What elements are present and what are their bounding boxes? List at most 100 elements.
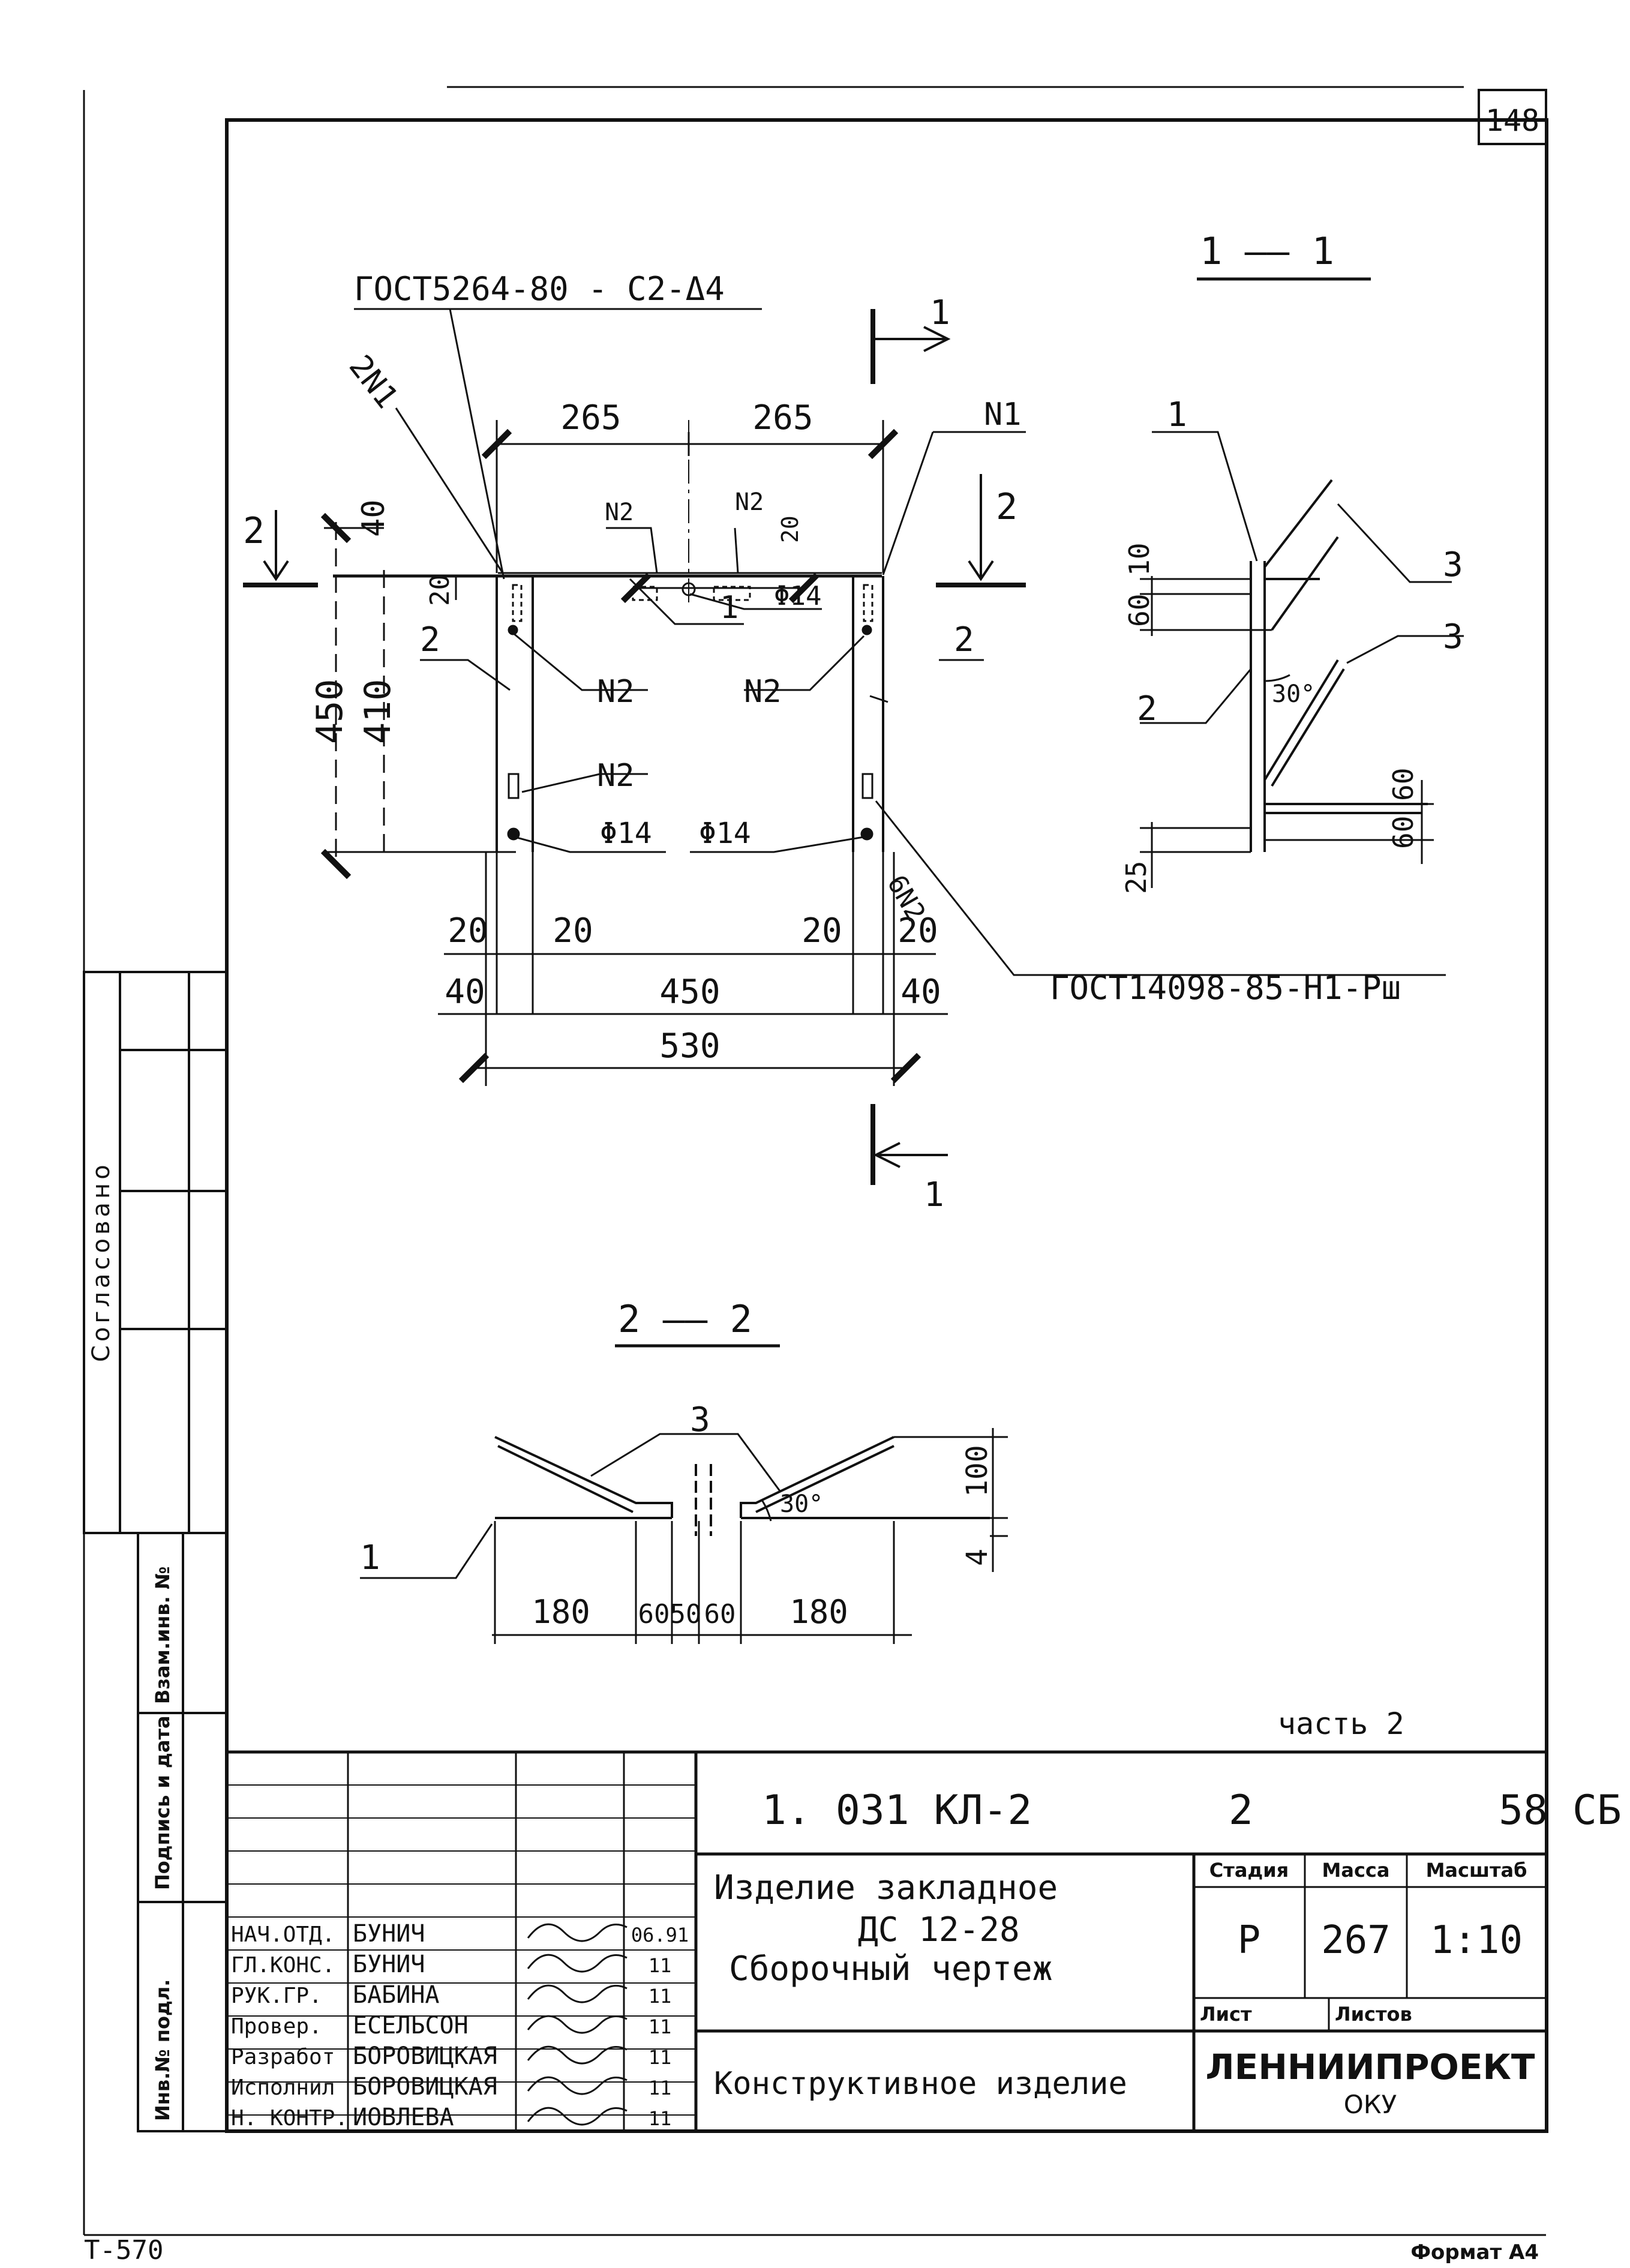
section-1-1-title: 1 —— 1 [1200, 229, 1334, 273]
signature-name: БУНИЧ [353, 1920, 425, 1948]
signature-scribble [527, 1923, 628, 1942]
pos-3-section-a: 3 [1443, 545, 1463, 584]
signature-name: БАБИНА [353, 1981, 440, 2009]
subtitle: Конструктивное изделие [714, 2066, 1127, 2102]
scale-label: Масштаб [1426, 1859, 1527, 1882]
signature-date: 11 [649, 2077, 672, 2099]
agreed-label: Согласовано [88, 1161, 115, 1362]
signature-date: 11 [649, 2107, 672, 2130]
callout-n2-a: N2 [605, 499, 634, 526]
signature-scribble [527, 2045, 628, 2065]
dim-40-left: 40 [445, 973, 485, 1012]
mass-value: 267 [1321, 1918, 1391, 1963]
dim-20-a: 20 [448, 911, 488, 950]
callout-n2-d: N2 [744, 674, 782, 710]
name-line-2: ДС 12-28 [858, 1910, 1020, 1949]
signature-scribble [527, 2015, 628, 2034]
signature-role: ГЛ.КОНС. [231, 1953, 335, 1978]
signature-name: ЕСЕЛЬСОН [353, 2012, 469, 2039]
callout-2n1: 2N1 [342, 349, 405, 415]
dim-60-plan-a: 60 [638, 1599, 670, 1630]
mass-label: Масса [1322, 1859, 1390, 1882]
dim-265-right: 265 [752, 398, 813, 437]
sheet-number: 148 [1485, 103, 1539, 138]
angle-30-plan: 30° [780, 1490, 823, 1518]
callout-n2-e: N2 [597, 758, 635, 794]
dim-265-left: 265 [560, 398, 621, 437]
sheets-label: Листов [1335, 2003, 1412, 2026]
pos-2-section: 2 [1137, 689, 1157, 728]
signature-date: 11 [649, 2015, 672, 2038]
callout-phi14-right: Φ14 [699, 817, 751, 850]
dim-410-vertical: 410 [357, 679, 399, 744]
section-1-1-dims [1140, 431, 1464, 888]
signature-name: БОРОВИЦКАЯ [353, 2042, 497, 2070]
signature-date: 11 [649, 1985, 672, 2008]
title-block [225, 1750, 1548, 2133]
dim-40-top: 40 [356, 499, 392, 537]
signature-date: 06.91 [631, 1924, 689, 1946]
pos-3-section-b: 3 [1443, 617, 1463, 656]
dim-60-side-a: 60 [1123, 594, 1155, 627]
dim-20-d: 20 [897, 911, 938, 950]
signature-scribble [527, 2076, 628, 2095]
callout-phi14-top: Φ14 [774, 581, 821, 611]
pos-3-plan: 3 [690, 1400, 710, 1439]
dim-60-side-b: 60 [1387, 768, 1419, 801]
dim-450-vertical: 450 [309, 679, 351, 744]
dim-50-plan: 50 [670, 1599, 702, 1630]
section-mark-1-bottom: 1 [924, 1175, 944, 1214]
callout-n2-b: N2 [735, 488, 764, 516]
signature-scribble [527, 2107, 628, 2126]
signature-role: Н. КОНТР. [231, 2106, 348, 2131]
front-leaders [354, 308, 1446, 976]
doc-code: Т-570 [84, 2235, 163, 2266]
dim-530: 530 [659, 1027, 720, 1066]
name-line-3: Сборочный чертеж [729, 1949, 1052, 1988]
dim-100-plan: 100 [960, 1445, 994, 1497]
section-2-2-title: 2 —— 2 [618, 1297, 752, 1341]
pos-2-right: 2 [954, 620, 974, 659]
pos-1-section: 1 [1167, 395, 1187, 434]
stage-label: Стадия [1209, 1859, 1289, 1882]
name-line-1: Изделие закладное [714, 1868, 1058, 1907]
dim-60-side-c: 60 [1387, 816, 1419, 849]
dim-4-plan: 4 [960, 1549, 994, 1566]
signature-role: Провер. [231, 2014, 322, 2039]
section-2-2-view [494, 1436, 990, 1536]
dim-20-c: 20 [802, 911, 842, 950]
dim-180-plan-b: 180 [790, 1593, 848, 1631]
dim-10-side: 10 [1123, 543, 1155, 576]
replaced-inv-label: Взам.инв. № [151, 1567, 174, 1704]
dim-25-side: 25 [1120, 861, 1152, 894]
section-mark-2-right: 2 [996, 486, 1017, 528]
pos-2-left: 2 [420, 620, 440, 659]
doc-designation: 1. 031 КЛ-2 2 58 СБ [762, 1787, 1622, 1834]
section-2-2-dims [360, 1428, 1008, 1644]
sheet-label: Лист [1200, 2003, 1252, 2026]
left-margin-stamp [83, 971, 228, 2132]
signature-role: НАЧ.ОТД. [231, 1922, 335, 1947]
weld-standard: ГОСТ5264-80 - С2-Δ4 [354, 270, 725, 308]
sign-date-label: Подпись и дата [151, 1715, 174, 1890]
dim-20-top: 20 [425, 574, 455, 606]
signature-role: Разработ [231, 2045, 335, 2069]
dept-name: ОКУ [1344, 2090, 1397, 2119]
org-name: ЛЕННИИПРОЕКТ [1206, 2047, 1535, 2087]
dim-20-b: 20 [553, 911, 593, 950]
signature-date: 11 [649, 1954, 672, 1977]
dim-60-plan-b: 60 [704, 1599, 736, 1630]
signature-name: БОРОВИЦКАЯ [353, 2073, 497, 2101]
callout-phi14-left: Φ14 [600, 817, 652, 850]
stage-value: Р [1238, 1918, 1261, 1963]
scale-value: 1:10 [1430, 1918, 1523, 1963]
angle-30-side: 30° [1272, 680, 1315, 708]
nut-standard: ГОСТ14098-85-Н1-Рш [1050, 969, 1401, 1007]
callout-n1: N1 [984, 397, 1022, 433]
signature-name: БУНИЧ [353, 1951, 425, 1978]
signature-role: Исполнил [231, 2075, 335, 2100]
pos-1-front: 1 [720, 590, 739, 626]
section-mark-1-top: 1 [930, 293, 950, 332]
